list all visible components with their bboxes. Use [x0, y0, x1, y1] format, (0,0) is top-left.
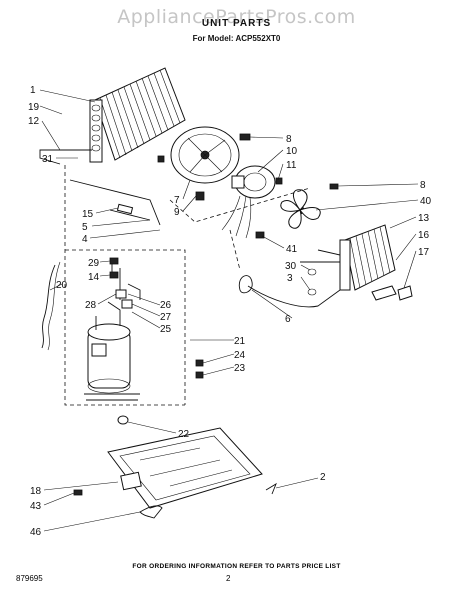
chassis-outline	[64, 165, 311, 406]
callout-28: 28	[85, 300, 97, 311]
fan-blade	[255, 183, 339, 239]
compressor	[84, 257, 204, 425]
callout-11: 11	[286, 160, 297, 171]
watermark: AppliancePartsPros.com	[117, 6, 356, 28]
callout-2: 2	[320, 472, 326, 483]
callout-40: 40	[420, 196, 432, 207]
callout-18: 18	[30, 486, 42, 497]
callout-31: 31	[42, 154, 54, 165]
callout-25: 25	[160, 324, 172, 335]
callout-labels: 1 19 12 31 15 5 4 20 29 14 28 26 27 25 2…	[28, 85, 432, 538]
ordering-note: FOR ORDERING INFORMATION REFER TO PARTS …	[132, 563, 341, 570]
callout-8-top: 8	[286, 134, 292, 145]
callout-23: 23	[234, 363, 246, 374]
wiring-harness	[41, 261, 61, 351]
callout-24: 24	[234, 350, 246, 361]
callout-20: 20	[56, 280, 68, 291]
callout-4: 4	[82, 234, 88, 245]
callout-21: 21	[234, 336, 246, 347]
leader-lines	[39, 89, 419, 532]
condenser-coil	[39, 67, 186, 165]
fan-motor	[221, 165, 283, 239]
callout-22: 22	[178, 429, 190, 440]
callout-6: 6	[285, 314, 291, 325]
fan-shroud	[170, 126, 251, 201]
callout-46: 46	[30, 527, 42, 538]
callout-12: 12	[28, 116, 40, 127]
callout-1: 1	[30, 85, 36, 96]
callout-10: 10	[286, 146, 298, 157]
callout-30: 30	[285, 261, 297, 272]
callout-43: 43	[30, 501, 42, 512]
callout-5: 5	[82, 222, 88, 233]
callout-8-right: 8	[420, 180, 426, 191]
callout-3: 3	[287, 273, 293, 284]
callout-17: 17	[418, 247, 430, 258]
tube-bracket	[69, 155, 165, 226]
callout-9: 9	[174, 207, 180, 218]
diagram-title: UNIT PARTS	[201, 18, 272, 29]
callout-7: 7	[174, 195, 180, 206]
callout-13: 13	[418, 213, 430, 224]
model-label: For Model: ACP552XT0	[192, 34, 281, 43]
refrigerant-line	[238, 268, 341, 308]
callout-27: 27	[160, 312, 172, 323]
callout-26: 26	[160, 300, 172, 311]
document-number: 879695	[16, 574, 43, 583]
page-number: 2	[226, 574, 231, 583]
callout-14: 14	[88, 272, 100, 283]
callout-15: 15	[82, 209, 94, 220]
callout-29: 29	[88, 258, 100, 269]
callout-16: 16	[418, 230, 430, 241]
callout-19: 19	[28, 102, 40, 113]
base-pan	[73, 427, 277, 519]
callout-41: 41	[286, 244, 298, 255]
evaporator-coil	[300, 224, 413, 301]
